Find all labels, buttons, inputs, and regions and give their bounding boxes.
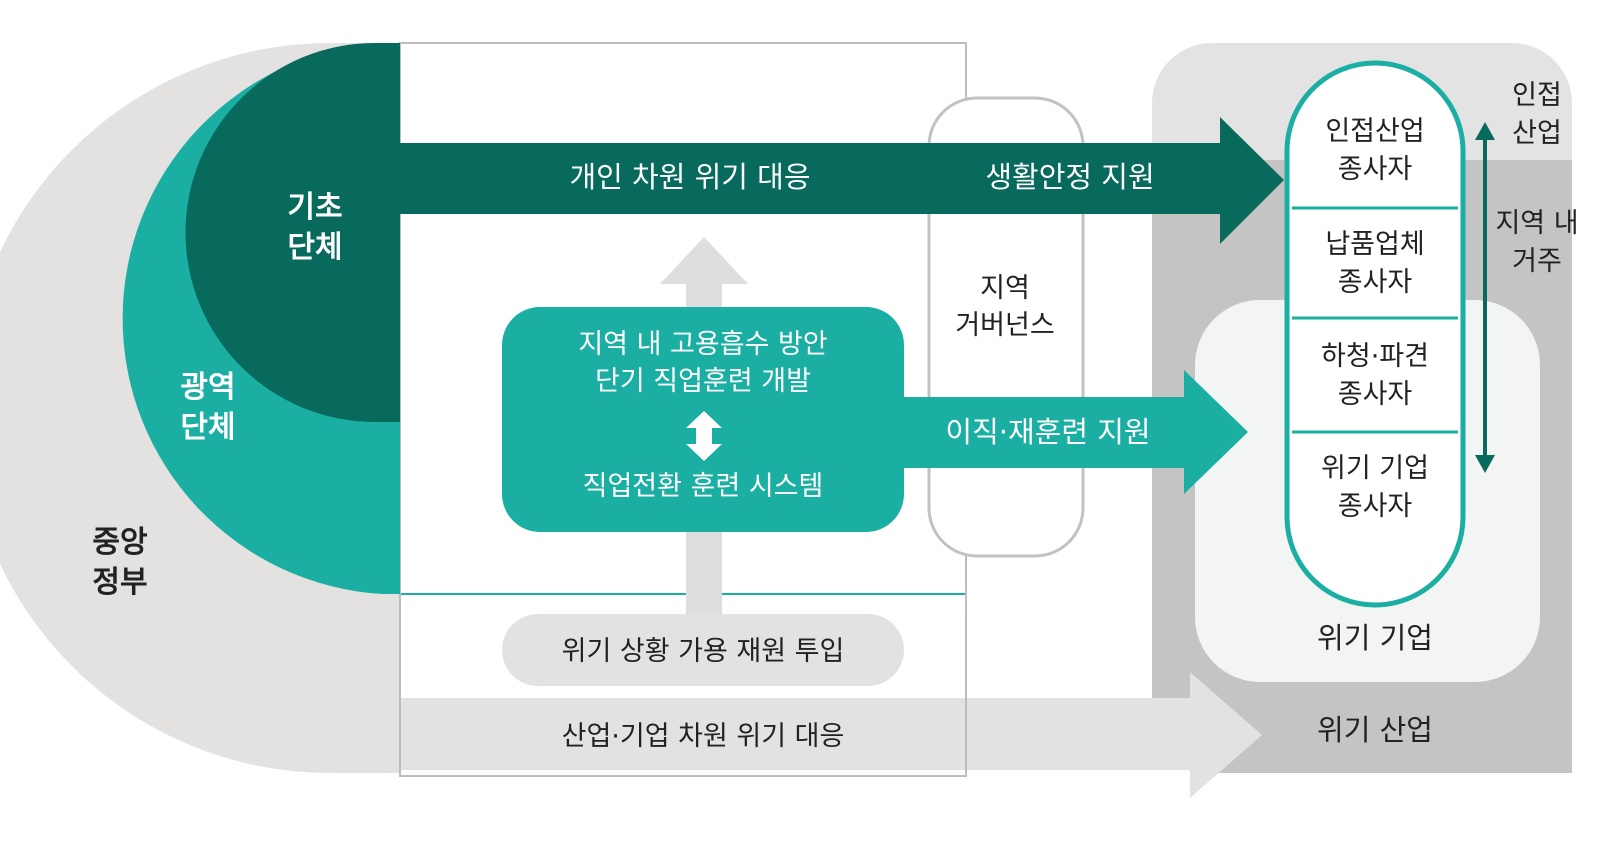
adjacent-industry-label: 인접	[1512, 80, 1562, 111]
industry-response-arrow	[400, 672, 1262, 798]
central-government-label: 정부	[92, 565, 147, 600]
proximity-axis-arrow-up	[1475, 122, 1495, 140]
double-arrow-icon	[686, 411, 722, 461]
residence-label: 거주	[1512, 246, 1562, 277]
industry-response-label: 산업·기업 차원 위기 대응	[562, 721, 845, 752]
worker-stack-pill	[1284, 60, 1466, 608]
center-box-line1: 지역 내 고용흡수 방안	[578, 329, 827, 360]
individual-response-label: 개인 차원 위기 대응	[569, 160, 810, 194]
basic-government-shape	[185, 43, 400, 422]
center-box-line2: 단기 직업훈련 개발	[595, 366, 811, 397]
worker-crisis-company-label: 종사자	[1338, 491, 1413, 522]
worker-subcontract-label: 종사자	[1338, 379, 1413, 410]
regional-government-label: 단체	[180, 410, 235, 445]
worker-subcontract-label: 하청·파견	[1321, 341, 1429, 372]
funding-label: 위기 상황 가용 재원 투입	[562, 636, 845, 667]
crisis-industry-label: 위기 산업	[1317, 713, 1433, 747]
central-government-label: 중앙	[92, 525, 148, 560]
crisis-company-label: 위기 기업	[1317, 621, 1433, 655]
funding-pill	[502, 614, 904, 686]
livelihood-support-label: 생활안정 지원	[985, 160, 1154, 194]
worker-adjacent-label: 종사자	[1338, 154, 1413, 185]
residence-label: 지역 내	[1495, 208, 1578, 239]
worker-adjacent-label: 인접산업	[1325, 116, 1424, 147]
basic-government-label: 단체	[287, 230, 342, 265]
transfer-support-label: 이직·재훈련 지원	[945, 415, 1150, 449]
adjacent-industry-label: 산업	[1512, 118, 1562, 149]
worker-supplier-label: 종사자	[1338, 267, 1413, 298]
worker-crisis-company-label: 위기 기업	[1321, 453, 1429, 484]
worker-supplier-label: 납품업체	[1325, 229, 1424, 260]
transfer-support-arrow	[900, 370, 1248, 494]
center-box-line3: 직업전환 훈련 시스템	[583, 471, 824, 502]
proximity-axis-arrow-down	[1475, 455, 1495, 473]
individual-response-arrow	[400, 117, 1284, 244]
basic-government-label: 기초	[287, 190, 342, 225]
governance-label: 거버넌스	[955, 310, 1054, 341]
regional-government-label: 광역	[180, 370, 235, 405]
governance-label: 지역	[980, 273, 1030, 304]
